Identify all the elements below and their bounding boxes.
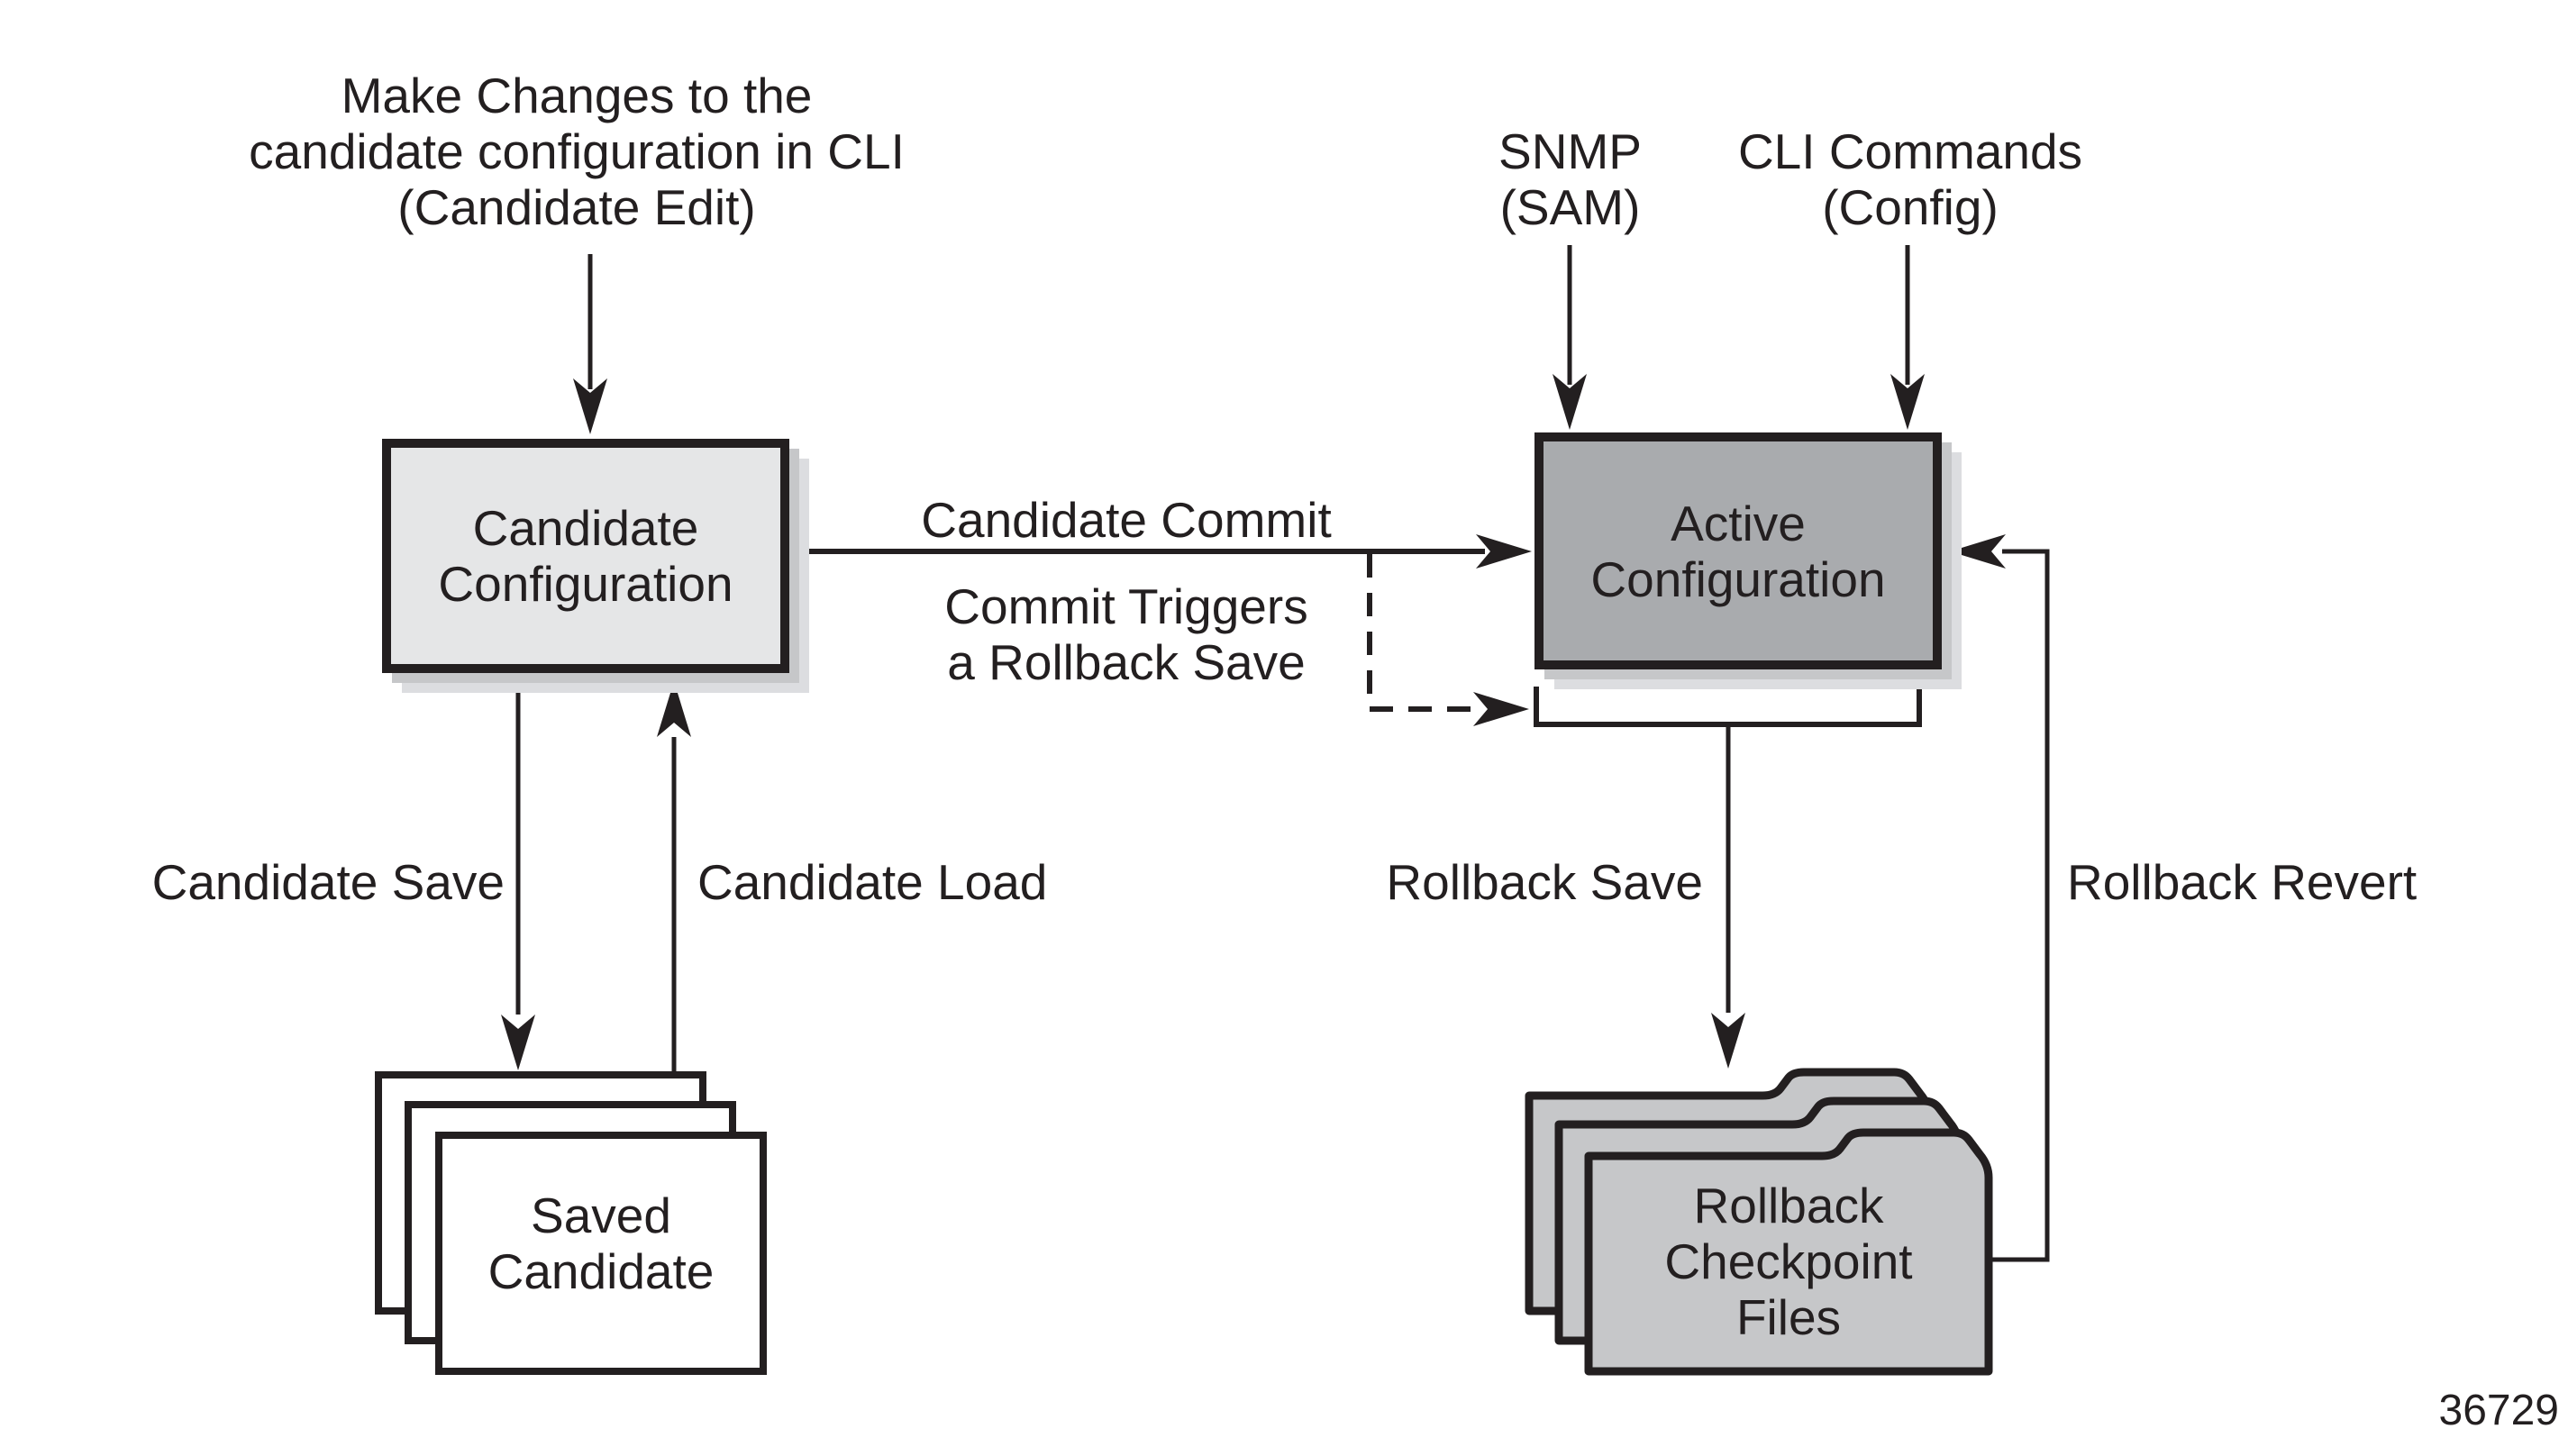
label-candidate-commit: Candidate Commit	[921, 492, 1332, 548]
snmp-arrow	[1553, 245, 1587, 430]
candidate-configuration-label: Candidate Configuration	[438, 500, 733, 612]
label-cli-commands: CLI Commands (Config)	[1737, 123, 2083, 235]
rollback-folders-icon	[1525, 1068, 1993, 1376]
rollback-checkpoint-files-label: Rollback Checkpoint Files	[1664, 1178, 1913, 1345]
label-commit-triggers: Commit Triggers a Rollback Save	[944, 578, 1308, 690]
cli-commands-arrow	[1890, 245, 1925, 430]
candidate-load-arrow	[657, 681, 691, 1074]
active-configuration-box: Active Configuration	[1534, 432, 1942, 669]
candidate-save-arrow	[501, 674, 535, 1070]
label-rollback-revert: Rollback Revert	[2067, 854, 2418, 910]
candidate-commit-arrow	[791, 534, 1532, 569]
saved-candidate-stack	[375, 1071, 767, 1375]
rollback-revert-arrow	[1950, 534, 2050, 1262]
label-candidate-save: Candidate Save	[151, 854, 505, 910]
rollback-bracket	[1534, 687, 1922, 727]
candidate-configuration-box: Candidate Configuration	[382, 439, 789, 673]
label-make-changes: Make Changes to the candidate configurat…	[249, 68, 905, 235]
figure-number: 36729	[2438, 1387, 2559, 1434]
label-candidate-load: Candidate Load	[697, 854, 1048, 910]
candidate-edit-arrow	[573, 254, 607, 434]
commit-triggers-dashed-arrow	[1367, 554, 1529, 726]
label-snmp: SNMP (SAM)	[1498, 123, 1642, 235]
rollback-save-arrow	[1711, 724, 1745, 1069]
saved-candidate-label: Saved Candidate	[487, 1188, 715, 1299]
label-rollback-save: Rollback Save	[1386, 854, 1703, 910]
active-configuration-label: Active Configuration	[1590, 495, 1886, 607]
